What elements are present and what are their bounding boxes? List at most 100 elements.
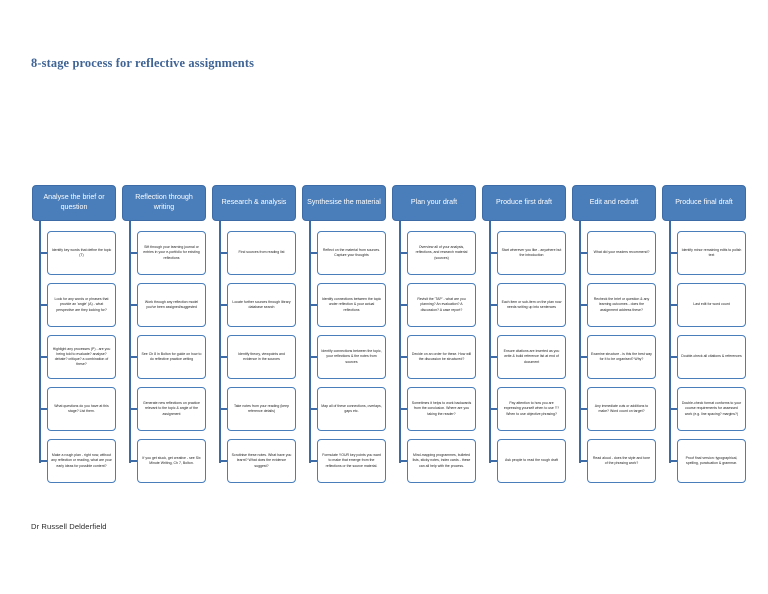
- process-step-box[interactable]: Identify connections between the topic, …: [317, 335, 386, 379]
- connector-spine: [309, 221, 312, 463]
- process-step-box[interactable]: Look for any words or phrases that provi…: [47, 283, 116, 327]
- process-step-box[interactable]: Sift through your learning journal or en…: [137, 231, 206, 275]
- process-step-box[interactable]: Proof final version: typographical, spel…: [677, 439, 746, 483]
- stage-item-list: Sift through your learning journal or en…: [122, 231, 212, 483]
- process-step: Work through any reflection model you've…: [122, 283, 212, 327]
- process-step-box[interactable]: Take notes from your reading (keep refer…: [227, 387, 296, 431]
- process-step-box[interactable]: Generate new reflections on practice rel…: [137, 387, 206, 431]
- process-step: Identify theory, viewpoints and evidence…: [212, 335, 302, 379]
- connector-stub: [129, 408, 138, 411]
- process-step-box[interactable]: See Ch 8 in Bolton for guide on how to d…: [137, 335, 206, 379]
- process-step-box[interactable]: Identify connections between the topic u…: [317, 283, 386, 327]
- process-step-box[interactable]: Revisit the 'TAP' - what are you plannin…: [407, 283, 476, 327]
- author-credit: Dr Russell Delderfield: [31, 522, 107, 531]
- process-step-box[interactable]: Reflect on the material from sources. Ca…: [317, 231, 386, 275]
- process-step-box[interactable]: Identify key words that define the topic…: [47, 231, 116, 275]
- process-step-box[interactable]: Formulate YOUR key points you want to ma…: [317, 439, 386, 483]
- process-step-box[interactable]: Highlight any processes (P) - are you be…: [47, 335, 116, 379]
- stage-header-7[interactable]: Edit and redraft: [572, 185, 656, 221]
- process-step-box[interactable]: Examine structure - is this the best way…: [587, 335, 656, 379]
- process-step-box[interactable]: Decide on an order for these. How will t…: [407, 335, 476, 379]
- page-title: 8-stage process for reflective assignmen…: [31, 56, 255, 70]
- process-step: Map all of these connections, overlaps, …: [302, 387, 392, 431]
- connector-stub: [219, 304, 228, 307]
- stage-header-8[interactable]: Produce final draft: [662, 185, 746, 221]
- process-step-box[interactable]: Locate further sources through library d…: [227, 283, 296, 327]
- connector-stub: [39, 252, 48, 255]
- process-step-box[interactable]: Start wherever you like - anywhere but t…: [497, 231, 566, 275]
- connector-spine: [669, 221, 672, 463]
- process-step: Double-check all citations & references: [662, 335, 752, 379]
- stage-header-2[interactable]: Reflection through writing: [122, 185, 206, 221]
- process-step-box[interactable]: What questions do you have at this stage…: [47, 387, 116, 431]
- process-step: What did your readers recommend?: [572, 231, 662, 275]
- process-step: Highlight any processes (P) - are you be…: [32, 335, 122, 379]
- connector-stub: [129, 460, 138, 463]
- process-step: Identify connections between the topic, …: [302, 335, 392, 379]
- process-step-box[interactable]: Pay attention to how you are expressing …: [497, 387, 566, 431]
- stage-item-list: What did your readers recommend? Recheck …: [572, 231, 662, 483]
- process-step-box[interactable]: Sometimes it helps to work backwards fro…: [407, 387, 476, 431]
- process-step: Scrutinise these notes. What have you le…: [212, 439, 302, 483]
- process-step-box[interactable]: Recheck the brief or question & any lear…: [587, 283, 656, 327]
- process-step-box[interactable]: Identify theory, viewpoints and evidence…: [227, 335, 296, 379]
- process-step: Make a rough plan - right now, without a…: [32, 439, 122, 483]
- stage-item-list: Overview all of your analysis, reflectio…: [392, 231, 482, 483]
- process-step-box[interactable]: Any immediate cuts or additions to make?…: [587, 387, 656, 431]
- connector-stub: [39, 356, 48, 359]
- connector-spine: [219, 221, 222, 463]
- process-step: Ask people to read the rough draft: [482, 439, 572, 483]
- process-step: What questions do you have at this stage…: [32, 387, 122, 431]
- process-step-box[interactable]: Make a rough plan - right now, without a…: [47, 439, 116, 483]
- process-step: Reflect on the material from sources. Ca…: [302, 231, 392, 275]
- connector-stub: [399, 460, 408, 463]
- process-step: Double-check format conforms to your cou…: [662, 387, 752, 431]
- stage-item-list: Identify minor remaining edits to polish…: [662, 231, 752, 483]
- process-step-box[interactable]: Scrutinise these notes. What have you le…: [227, 439, 296, 483]
- connector-stub: [309, 408, 318, 411]
- process-step: Read aloud - does the style and tone of …: [572, 439, 662, 483]
- process-step-box[interactable]: Ask people to read the rough draft: [497, 439, 566, 483]
- process-step-box[interactable]: Read aloud - does the style and tone of …: [587, 439, 656, 483]
- process-step-box[interactable]: What did your readers recommend?: [587, 231, 656, 275]
- process-step-box[interactable]: Last edit for word count: [677, 283, 746, 327]
- stage-header-4[interactable]: Synthesise the material: [302, 185, 386, 221]
- connector-stub: [309, 460, 318, 463]
- stage-header-3[interactable]: Research & analysis: [212, 185, 296, 221]
- connector-stub: [579, 408, 588, 411]
- process-step-box[interactable]: Mind-mapping programmes, bulleted lists,…: [407, 439, 476, 483]
- process-step-box[interactable]: Find sources from reading list: [227, 231, 296, 275]
- process-step-box[interactable]: Each item or sub-item on the plan now ne…: [497, 283, 566, 327]
- process-step: Identify connections between the topic u…: [302, 283, 392, 327]
- connector-stub: [39, 304, 48, 307]
- process-step-box[interactable]: Overview all of your analysis, reflectio…: [407, 231, 476, 275]
- process-step-box[interactable]: Ensure citations are inserted as you wri…: [497, 335, 566, 379]
- connector-stub: [669, 252, 678, 255]
- process-step-box[interactable]: Double-check format conforms to your cou…: [677, 387, 746, 431]
- connector-stub: [399, 252, 408, 255]
- process-step-box[interactable]: Map all of these connections, overlaps, …: [317, 387, 386, 431]
- connector-stub: [309, 252, 318, 255]
- stage-header-1[interactable]: Analyse the brief or question: [32, 185, 116, 221]
- connector-stub: [39, 460, 48, 463]
- connector-stub: [579, 304, 588, 307]
- process-step-box[interactable]: If you get stuck, get creative - see Six…: [137, 439, 206, 483]
- process-step-box[interactable]: Work through any reflection model you've…: [137, 283, 206, 327]
- process-step-box[interactable]: Identify minor remaining edits to polish…: [677, 231, 746, 275]
- connector-spine: [399, 221, 402, 463]
- process-step-box[interactable]: Double-check all citations & references: [677, 335, 746, 379]
- process-step: Generate new reflections on practice rel…: [122, 387, 212, 431]
- process-step: If you get stuck, get creative - see Six…: [122, 439, 212, 483]
- process-step: Formulate YOUR key points you want to ma…: [302, 439, 392, 483]
- connector-stub: [219, 460, 228, 463]
- connector-stub: [399, 356, 408, 359]
- stage-header-6[interactable]: Produce first draft: [482, 185, 566, 221]
- connector-spine: [129, 221, 132, 463]
- stage-header-5[interactable]: Plan your draft: [392, 185, 476, 221]
